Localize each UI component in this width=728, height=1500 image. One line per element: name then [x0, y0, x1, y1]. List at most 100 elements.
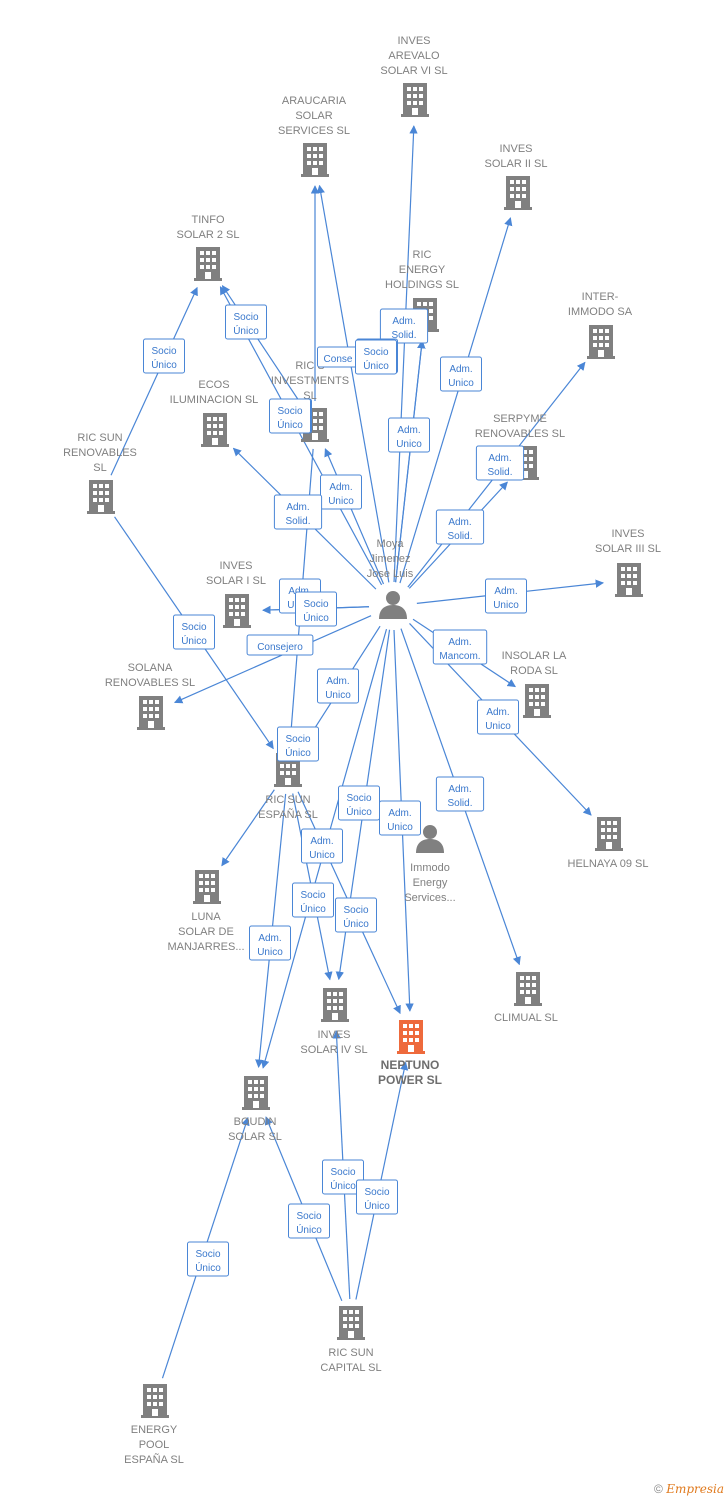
- edge-label-moya-to-ric_investments[interactable]: Adm.Unico: [320, 474, 362, 510]
- edge-label-text: Único: [346, 805, 372, 818]
- edge-label-text: Solid.: [447, 798, 472, 809]
- edge-label-moya-to-neptuno[interactable]: Adm.Unico: [379, 800, 421, 836]
- edge-label-moya-to-insolar[interactable]: Adm. Mancom.: [432, 629, 488, 665]
- node-label: ILUMINACION SL: [170, 394, 259, 406]
- node-inter_immodo[interactable]: INTER-IMMODO SA: [568, 291, 633, 359]
- edge-label-moya-to-ric_energy[interactable]: Adm.Unico: [388, 417, 430, 453]
- edge-label-text: Único: [277, 418, 303, 431]
- building-icon: [523, 684, 551, 718]
- building-icon: [401, 83, 429, 117]
- node-label: RIC SUN: [328, 1347, 373, 1359]
- edge-label-moya-to-ric_sun_espana[interactable]: Adm.Unico: [317, 668, 359, 704]
- node-climual[interactable]: CLIMUAL SL: [494, 972, 558, 1024]
- edge-label-text: Adm.: [329, 482, 352, 493]
- node-label: ESPAÑA SL: [124, 1453, 184, 1466]
- copyright-symbol: ©: [654, 1482, 663, 1496]
- brand-logo[interactable]: Empresia: [666, 1482, 724, 1496]
- edge-labels-layer: Adm.Solid.ConseAdm.UnicoSocioÚnicoAdm.Un…: [143, 304, 527, 1277]
- node-label: INVES: [499, 143, 532, 155]
- edge-label-moya-to-inves_solar_ii[interactable]: Adm.Unico: [440, 356, 482, 392]
- edge-label-text: Socio: [195, 1249, 220, 1260]
- node-label: SOLAR DE: [178, 926, 234, 938]
- edge-label-ric_sun_espana-to-luna[interactable]: Adm.Unico: [249, 925, 291, 961]
- node-label: SERVICES SL: [278, 125, 350, 137]
- building-icon: [223, 594, 251, 628]
- edge-label-moya-to-ecos[interactable]: Adm.Solid.: [273, 494, 323, 530]
- node-label: CLIMUAL SL: [494, 1012, 558, 1024]
- edge-label-moya-to-inves_solar_iii[interactable]: Adm.Unico: [485, 578, 527, 614]
- building-icon: [242, 1076, 270, 1110]
- node-helnaya[interactable]: HELNAYA 09 SL: [568, 817, 649, 870]
- node-label: INVES: [219, 560, 252, 572]
- node-label: SERPYME: [493, 413, 547, 425]
- node-inves_solar_iv[interactable]: INVES SOLAR IV SL: [300, 988, 368, 1056]
- node-label: SL: [93, 462, 106, 474]
- edge-label-moya-to-inves_solar_iv[interactable]: Adm.Unico: [301, 828, 343, 864]
- edge-label-text: Adm.: [388, 808, 411, 819]
- edge-label-moya-to-araucaria[interactable]: Conse: [317, 346, 359, 368]
- node-label: INVES: [317, 1029, 350, 1041]
- edge-label-text: Mancom.: [439, 651, 480, 662]
- node-label: INVESTMENTS: [271, 375, 349, 387]
- edge-label-text: Socio: [151, 346, 176, 357]
- edge-moya-to-inves_solar_ii: [399, 217, 513, 584]
- edge-label-moya-to-helnaya[interactable]: Adm.Unico: [477, 699, 519, 735]
- edge-label-moya-to-inves_arevalo[interactable]: Adm.Solid.: [379, 308, 429, 344]
- edge-label-moya-to-climual[interactable]: Adm. Solid.: [435, 776, 485, 812]
- edge-label-text: Adm.: [448, 637, 471, 648]
- node-immodo[interactable]: ImmodoEnergyServices...: [404, 825, 456, 904]
- node-label: LUNA: [191, 911, 221, 923]
- edge-label-moya-to-inter_immodo[interactable]: Adm.Solid.: [435, 509, 485, 545]
- edge-label-text: Único: [296, 1223, 322, 1236]
- edge-label-text: Adm.: [448, 784, 471, 795]
- edge-label-moya-to-solana[interactable]: Consejero: [246, 634, 314, 656]
- building-icon: [337, 1306, 365, 1340]
- edge-label-text: Unico: [309, 850, 335, 861]
- node-label: HOLDINGS SL: [385, 279, 459, 291]
- node-label: INTER-: [582, 291, 619, 303]
- node-label: HELNAYA 09 SL: [568, 858, 649, 870]
- node-label: SOLAR: [295, 110, 332, 122]
- edge-label-moya-to-serpyme[interactable]: Adm.Solid.: [475, 445, 525, 481]
- edge-ric_sun_espana-to-luna: [221, 789, 275, 867]
- node-label: SOLAR IV SL: [300, 1044, 367, 1056]
- node-label: ENERGY: [131, 1424, 178, 1436]
- edge-moya-to-ric_investments: [324, 448, 385, 585]
- edge-moya-to-solana: [174, 615, 372, 704]
